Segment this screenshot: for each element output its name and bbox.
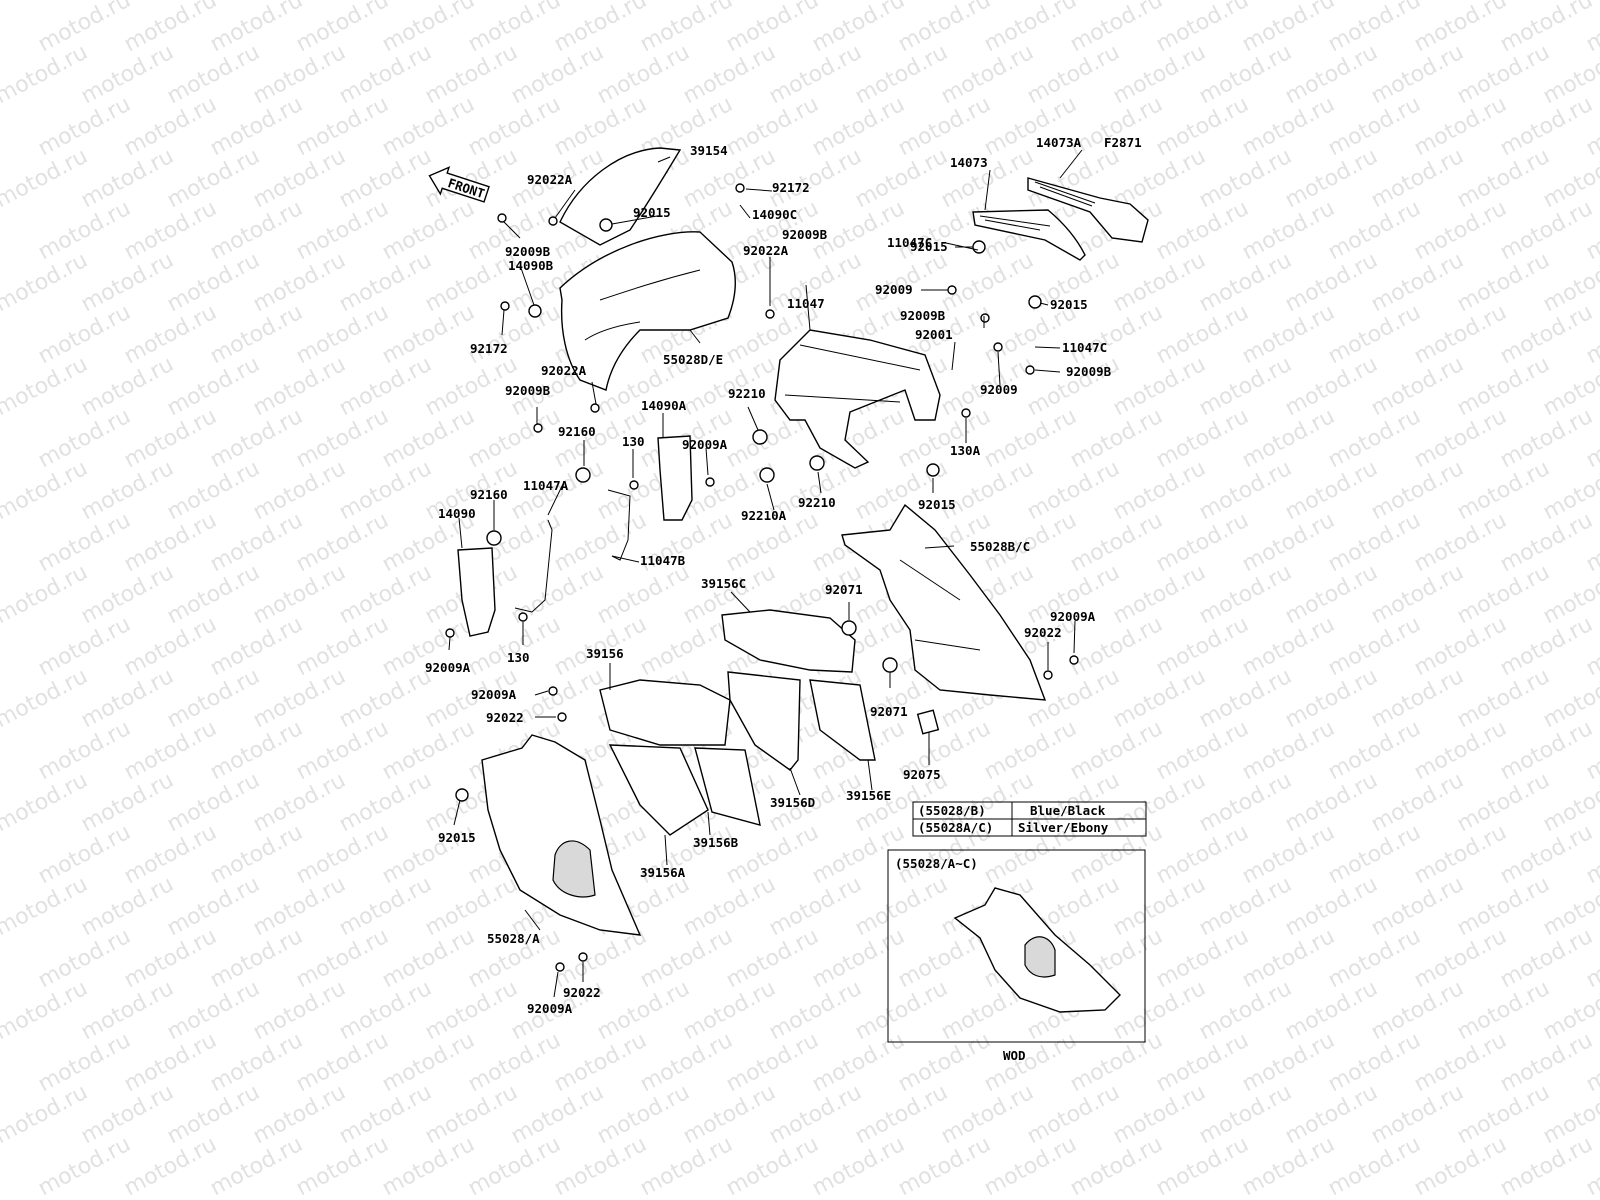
watermark-text: motod.ru (0, 0, 92, 5)
callout-92001: 92001 (915, 327, 953, 342)
callout-130: 130 (622, 434, 645, 449)
callout-55028D-E: 55028D/E (663, 352, 723, 367)
stay-11047B-part (607, 489, 631, 561)
callout-92009B: 92009B (900, 308, 946, 323)
callout-92160: 92160 (470, 487, 508, 502)
callout-92015: 92015 (1050, 297, 1088, 312)
callout-39156: 39156 (586, 646, 624, 661)
callout-55028-A: 55028/A (487, 931, 540, 946)
panel-39156D-part (727, 671, 801, 771)
callout-92009B: 92009B (505, 383, 551, 398)
callout-14090A: 14090A (641, 398, 687, 413)
callout-14090C: 14090C (752, 207, 797, 222)
callout-92210A: 92210A (741, 508, 787, 523)
callout-92009B: 92009B (1066, 364, 1112, 379)
inset-caption: WOD (1003, 1048, 1026, 1063)
inset-title: (55028/A~C) (895, 856, 978, 871)
callout-92009A: 92009A (1050, 609, 1096, 624)
callout-92172: 92172 (470, 341, 508, 356)
callout-92009A: 92009A (682, 437, 728, 452)
callout-14090: 14090 (438, 506, 476, 521)
callout-11047A: 11047A (523, 478, 569, 493)
panel-39156C-part (721, 609, 856, 673)
callout-92009A: 92009A (527, 1001, 573, 1016)
callout-39156D: 39156D (770, 795, 815, 810)
stay-11047A-part (514, 519, 553, 613)
color-row-color: Blue/Black (1030, 803, 1106, 818)
inset-box: (55028/A~C) WOD (887, 849, 1146, 1063)
upper-cowl-part (559, 231, 736, 391)
callout-130: 130 (507, 650, 530, 665)
callout-92172: 92172 (772, 180, 810, 195)
callout-14073A: 14073A (1036, 135, 1082, 150)
callout-92210: 92210 (728, 386, 766, 401)
panel-39156A-part (608, 744, 709, 836)
callout-92022: 92022 (563, 985, 601, 1000)
callout-55028B-C: 55028B/C (970, 539, 1030, 554)
callout-92015: 92015 (910, 239, 948, 254)
callout-92009: 92009 (980, 382, 1018, 397)
callout-39156A: 39156A (640, 865, 686, 880)
callout-92009B: 92009B (505, 244, 551, 259)
color-row-color: Silver/Ebony (1018, 820, 1109, 835)
callout-11047C: 11047C (1062, 340, 1107, 355)
callout-92071: 92071 (870, 704, 908, 719)
callout-130A: 130A (950, 443, 981, 458)
callout-labels: 39154 92022A 92015 92009B 92172 14090C 1… (425, 135, 1112, 1016)
callout-92015: 92015 (633, 205, 671, 220)
callout-92022: 92022 (1024, 625, 1062, 640)
callout-92009A: 92009A (425, 660, 471, 675)
callout-14090B: 14090B (508, 258, 554, 273)
hardware-group (445, 183, 1079, 972)
callout-92022: 92022 (486, 710, 524, 725)
figure-code: F2871 (1104, 135, 1142, 150)
callout-92009B: 92009B (782, 227, 828, 242)
color-row-code: (55028/B) (918, 803, 986, 818)
callout-39156C: 39156C (701, 576, 746, 591)
callout-92210: 92210 (798, 495, 836, 510)
callout-39156B: 39156B (693, 835, 739, 850)
lower-cowl-part (481, 734, 642, 936)
callout-92022A: 92022A (527, 172, 573, 187)
callout-39156E: 39156E (846, 788, 891, 803)
callout-92009: 92009 (875, 282, 913, 297)
bracket-14090A-part (657, 435, 693, 521)
callout-11047B: 11047B (640, 553, 686, 568)
callout-14073: 14073 (950, 155, 988, 170)
callout-92009A: 92009A (471, 687, 517, 702)
leader-lines (448, 149, 1083, 998)
middle-cowl-part (841, 503, 1047, 701)
callout-92160: 92160 (558, 424, 596, 439)
callout-92015: 92015 (438, 830, 476, 845)
bracket-14090-part (457, 547, 496, 637)
callout-39154: 39154 (690, 143, 728, 158)
callout-92022A: 92022A (541, 363, 587, 378)
panel-39156B-part (694, 747, 761, 826)
color-table: (55028/B) Blue/Black (55028A/C) Silver/E… (912, 801, 1147, 837)
windshield-part (559, 147, 682, 246)
callout-92071: 92071 (825, 582, 863, 597)
callout-92015: 92015 (918, 497, 956, 512)
color-row-code: (55028A/C) (918, 820, 993, 835)
callout-11047: 11047 (787, 296, 825, 311)
callout-92022A: 92022A (743, 243, 789, 258)
panel-39156-part (599, 679, 731, 746)
panel-39156E-part (809, 679, 876, 761)
callout-92075: 92075 (903, 767, 941, 782)
callout-11047C: 11047C (887, 235, 932, 250)
